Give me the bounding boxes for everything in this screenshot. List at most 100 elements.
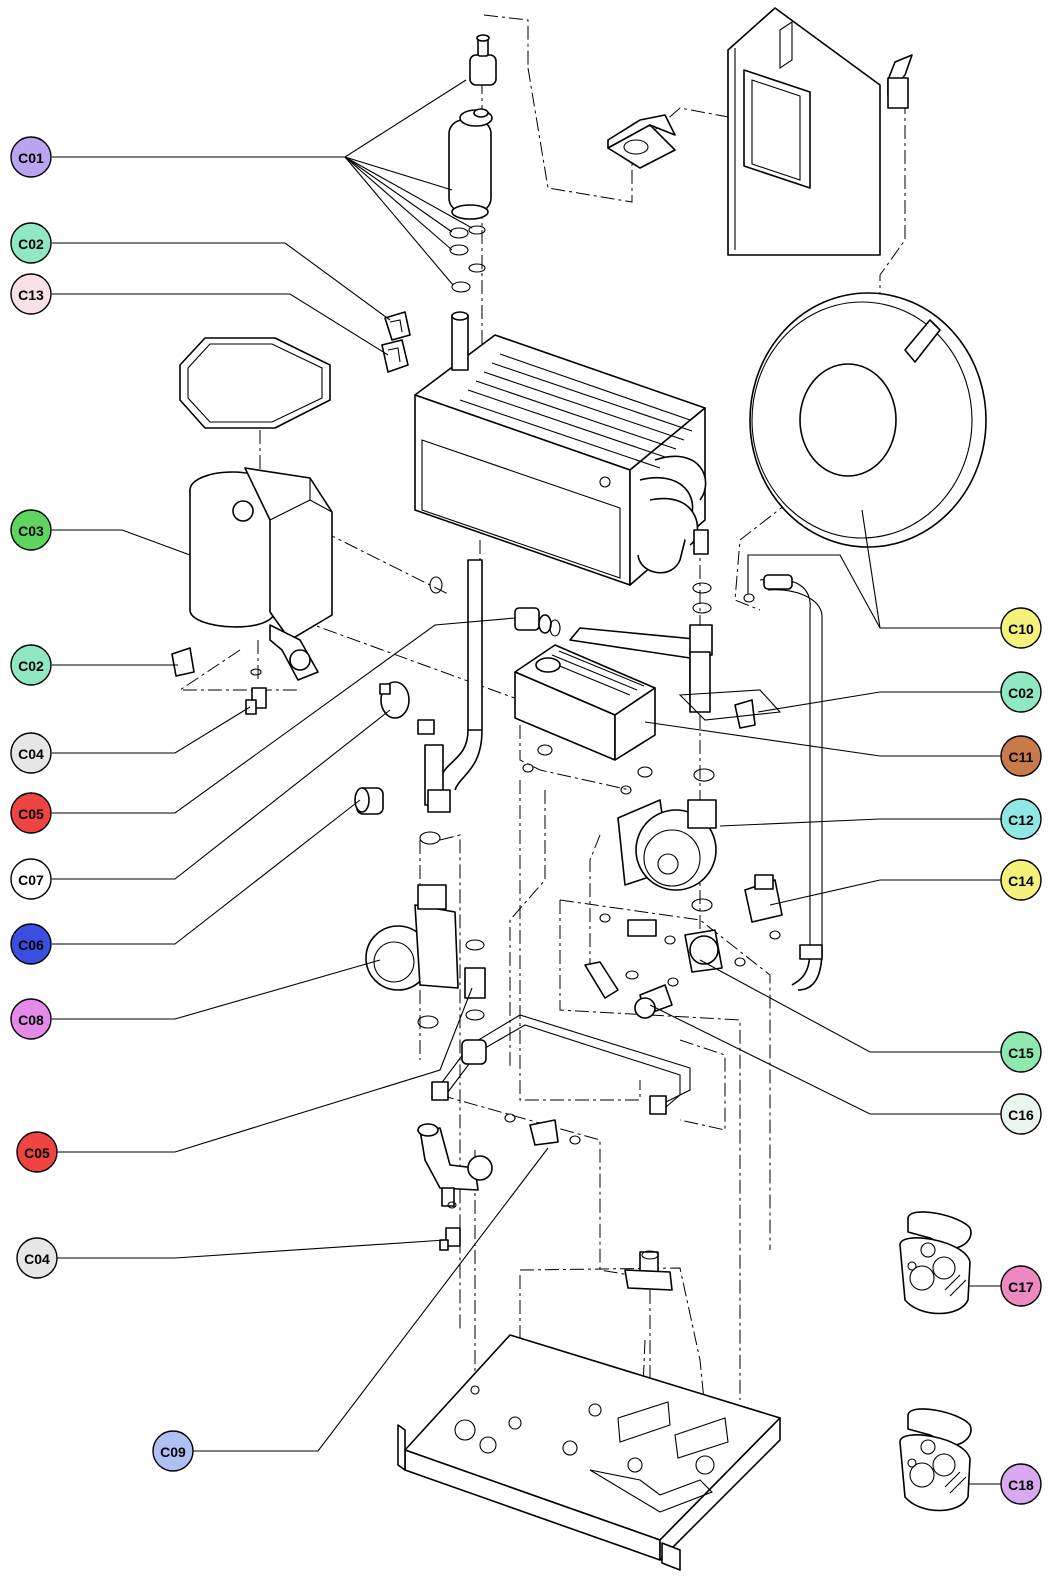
clip-c02c: [678, 689, 782, 729]
callout-label: C04: [24, 1251, 50, 1267]
callout-label: C02: [18, 658, 44, 674]
callout-c06: C06: [10, 923, 52, 965]
mounting-bracket-small: [607, 114, 676, 169]
callout-label: C04: [18, 746, 44, 762]
callout-circle: [152, 1430, 194, 1472]
hydraulic-filter: [448, 108, 493, 220]
callout-label: C18: [1008, 1477, 1034, 1493]
callout-label: C05: [18, 806, 44, 822]
callout-label: C09: [160, 1444, 186, 1460]
main-heat-exchanger: [414, 311, 709, 586]
bypass-pipe: [429, 576, 713, 713]
callout-c10: C10: [1000, 607, 1042, 649]
callout-c02b: C02: [10, 644, 52, 686]
filter-cartridge-c06: [354, 787, 384, 815]
return-pipe: [743, 574, 823, 991]
callout-circle: [1000, 1265, 1042, 1307]
base-plate: [397, 1334, 781, 1571]
callout-circle: [10, 732, 52, 774]
hydraulic-group-c15: [584, 913, 746, 999]
callout-circle: [1000, 1463, 1042, 1505]
callout-label: C10: [1008, 621, 1034, 637]
callout-label: C07: [18, 872, 44, 888]
pressure-switch-c07: [379, 681, 435, 735]
leader-lines: [52, 79, 1002, 1485]
expansion-vessel: [749, 292, 987, 548]
callout-c14: C14: [1000, 859, 1042, 901]
drain-valve-c04a: [245, 668, 267, 715]
callout-circle: [10, 509, 52, 551]
callout-label: C17: [1008, 1279, 1034, 1295]
callout-circle: [10, 273, 52, 315]
callout-c02c: C02: [1000, 671, 1042, 713]
lower-fitting: [624, 1250, 673, 1291]
callout-c04b: C04: [16, 1237, 58, 1279]
circulation-pump-c08: [365, 831, 486, 1029]
callout-circle: [10, 923, 52, 965]
callout-circle: [10, 222, 52, 264]
seal-kit-c18: [899, 1408, 972, 1512]
callout-c05a: C05: [10, 792, 52, 834]
callout-labels: C01C02C13C03C02C04C05C07C06C08C05C04C09C…: [10, 136, 1042, 1505]
callout-label: C02: [1008, 685, 1034, 701]
callout-c03: C03: [10, 509, 52, 551]
callout-c04a: C04: [10, 732, 52, 774]
callout-c08: C08: [10, 998, 52, 1040]
callout-c13: C13: [10, 273, 52, 315]
callout-label: C13: [18, 287, 44, 303]
elbow-c05b: [417, 1123, 493, 1207]
seal-kit-c17: [899, 1211, 972, 1315]
callout-c11: C11: [1000, 735, 1042, 777]
callout-label: C08: [18, 1012, 44, 1028]
callout-c01a: C01: [10, 136, 52, 178]
callout-label: C05: [24, 1145, 50, 1161]
central-pipe: [424, 559, 483, 813]
plate-heat-exchanger: [514, 644, 656, 761]
callout-circle: [16, 1131, 58, 1173]
callout-circle: [1000, 671, 1042, 713]
connector-c05a: [514, 607, 561, 637]
callout-c18: C18: [1000, 1463, 1042, 1505]
safety-valve-c14: [744, 874, 783, 940]
callout-c17: C17: [1000, 1265, 1042, 1307]
callout-c09: C09: [152, 1430, 194, 1472]
callout-label: C03: [18, 523, 44, 539]
callout-circle: [10, 998, 52, 1040]
clip-c13: [381, 339, 409, 373]
callout-circle: [1000, 607, 1042, 649]
callout-circle: [16, 1237, 58, 1279]
callout-circle: [1000, 1093, 1042, 1135]
automatic-air-vent: [469, 34, 497, 86]
callout-circle: [10, 858, 52, 900]
drain-valve-c04b: [439, 1201, 461, 1251]
callout-c16: C16: [1000, 1093, 1042, 1135]
callout-circle: [1000, 1031, 1042, 1073]
callout-label: C06: [18, 937, 44, 953]
callout-label: C16: [1008, 1107, 1034, 1123]
assembly-lines: [178, 14, 906, 1461]
callout-label: C02: [18, 236, 44, 252]
callout-circle: [10, 644, 52, 686]
support-frame: [727, 7, 913, 256]
condensate-tank: [189, 467, 333, 681]
callout-c12: C12: [1000, 798, 1042, 840]
callout-c02a: C02: [10, 222, 52, 264]
callout-c07: C07: [10, 858, 52, 900]
clip-c02a: [384, 311, 411, 341]
elbow-c16: [634, 977, 679, 1019]
callout-circle: [1000, 735, 1042, 777]
octagonal-gasket: [179, 337, 331, 429]
callout-label: C14: [1008, 873, 1034, 889]
callout-circle: [1000, 859, 1042, 901]
callout-label: C11: [1009, 749, 1034, 765]
callout-label: C01: [18, 150, 44, 166]
callout-c15: C15: [1000, 1031, 1042, 1073]
circulation-pump-c12: [522, 744, 717, 912]
bypass-loop-pipe: [431, 1014, 691, 1146]
callout-circle: [10, 136, 52, 178]
callout-label: C15: [1008, 1045, 1034, 1061]
callout-circle: [1000, 798, 1042, 840]
callout-c05b: C05: [16, 1131, 58, 1173]
clip-c02b: [171, 647, 195, 677]
